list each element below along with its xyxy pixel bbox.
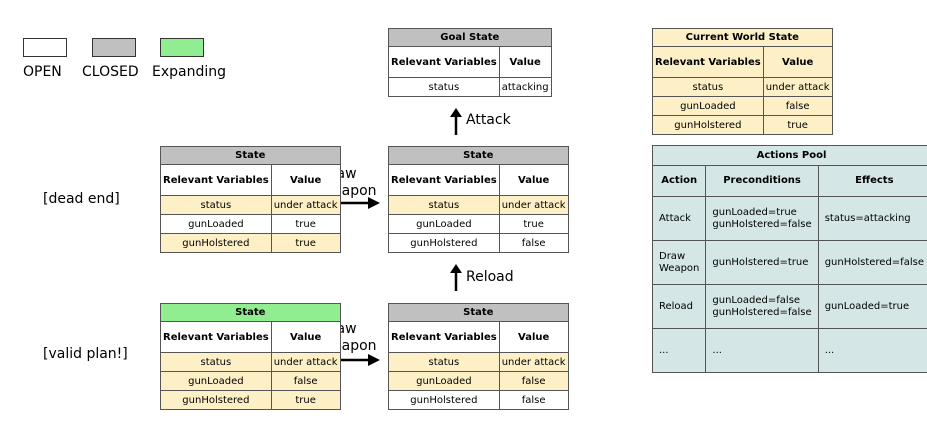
state-mid-var-0: status — [388, 195, 500, 215]
action-name: ... — [659, 344, 669, 356]
state-bottom-val-1: false — [498, 371, 569, 391]
legend-closed-label: CLOSED — [82, 64, 139, 80]
dead-end-label: [dead end] — [43, 191, 120, 207]
state-mid-var-2: gunHolstered — [388, 233, 500, 253]
state-bottom-var-2: gunHolstered — [388, 390, 500, 410]
arrow-attack — [450, 108, 462, 135]
arrow-reload-label: Reload — [466, 269, 514, 285]
goal-var-0: status — [388, 77, 500, 97]
state-deadend-var-1: gunLoaded — [160, 214, 272, 234]
precondition: ... — [712, 344, 722, 356]
col-header-preconditions: Preconditions — [705, 165, 819, 197]
state-bottom-val-0: under attack — [498, 352, 569, 372]
action-name: Attack — [659, 212, 691, 224]
col-header-value: Value — [498, 321, 569, 353]
legend-closed-swatch — [92, 38, 136, 57]
col-header-value: Value — [498, 46, 552, 78]
state-deadend-val-1: true — [270, 214, 341, 234]
state-mid-val-0: under attack — [498, 195, 569, 215]
state-table-mid: State Relevant Variables Value status un… — [388, 146, 569, 253]
state-deadend-var-0: status — [160, 195, 272, 215]
preconditions-cell: gunHolstered=true — [705, 240, 819, 285]
state-deadend-title: State — [160, 146, 341, 165]
precondition: gunLoaded=true — [712, 206, 797, 218]
precondition: gunHolstered=false — [712, 306, 812, 318]
col-header-variables: Relevant Variables — [388, 46, 500, 78]
arrow-attack-label: Attack — [466, 112, 511, 128]
state-deadend-val-0: under attack — [270, 195, 341, 215]
world-var-0: status — [652, 77, 764, 97]
world-state-title: Current World State — [652, 28, 833, 47]
precondition: gunLoaded=false — [712, 294, 801, 306]
goal-val-0: attacking — [498, 77, 552, 97]
state-valid-val-0: under attack — [270, 352, 341, 372]
state-mid-var-1: gunLoaded — [388, 214, 500, 234]
state-mid-val-1: true — [498, 214, 569, 234]
goal-state-table: Goal State Relevant Variables Value stat… — [388, 28, 552, 97]
goal-state-title: Goal State — [388, 28, 552, 47]
state-table-deadend: State Relevant Variables Value status un… — [160, 146, 341, 253]
state-bottom-var-1: gunLoaded — [388, 371, 500, 391]
state-mid-val-2: false — [498, 233, 569, 253]
state-valid-var-2: gunHolstered — [160, 390, 272, 410]
action-name: Draw — [659, 250, 686, 262]
action-cell: ... — [651, 328, 707, 373]
action-name: Reload — [659, 300, 694, 312]
col-header-value: Value — [762, 46, 833, 78]
action-name-line2: Weapon — [659, 262, 700, 274]
legend-expanding-swatch — [160, 38, 204, 57]
col-header-action: Action — [651, 165, 707, 197]
legend-open-label: OPEN — [23, 64, 62, 80]
effects-cell: gunHolstered=false — [817, 240, 927, 285]
actions-pool-table: Actions Pool Action Preconditions Effect… — [651, 145, 927, 373]
legend-open-swatch — [23, 38, 67, 57]
col-header-variables: Relevant Variables — [652, 46, 764, 78]
precondition: gunHolstered=false — [712, 218, 812, 230]
state-table-bottom: State Relevant Variables Value status un… — [388, 303, 569, 410]
col-header-value: Value — [270, 164, 341, 196]
col-header-variables: Relevant Variables — [388, 164, 500, 196]
precondition: gunHolstered=true — [712, 256, 809, 268]
world-state-table: Current World State Relevant Variables V… — [652, 28, 833, 135]
state-deadend-val-2: true — [270, 233, 341, 253]
state-mid-title: State — [388, 146, 569, 165]
col-header-variables: Relevant Variables — [160, 164, 272, 196]
state-valid-var-1: gunLoaded — [160, 371, 272, 391]
valid-plan-label: [valid plan!] — [43, 346, 128, 362]
state-table-valid: State Relevant Variables Value status un… — [160, 303, 341, 410]
col-header-variables: Relevant Variables — [160, 321, 272, 353]
col-header-effects: Effects — [817, 165, 927, 197]
action-cell: Reload — [651, 284, 707, 329]
effects-cell: status=attacking — [817, 196, 927, 241]
state-valid-var-0: status — [160, 352, 272, 372]
world-val-0: under attack — [762, 77, 833, 97]
col-header-value: Value — [498, 164, 569, 196]
world-var-2: gunHolstered — [652, 115, 764, 135]
state-valid-title: State — [160, 303, 341, 322]
state-valid-val-2: true — [270, 390, 341, 410]
state-bottom-var-0: status — [388, 352, 500, 372]
action-cell: Attack — [651, 196, 707, 241]
col-header-value: Value — [270, 321, 341, 353]
preconditions-cell: ... — [705, 328, 819, 373]
world-val-1: false — [762, 96, 833, 116]
actions-pool-title: Actions Pool — [652, 145, 927, 166]
world-var-1: gunLoaded — [652, 96, 764, 116]
col-header-variables: Relevant Variables — [388, 321, 500, 353]
state-deadend-var-2: gunHolstered — [160, 233, 272, 253]
effects-cell: gunLoaded=true — [817, 284, 927, 329]
effects-cell: ... — [817, 328, 927, 373]
world-val-2: true — [762, 115, 833, 135]
state-bottom-val-2: false — [498, 390, 569, 410]
state-valid-val-1: false — [270, 371, 341, 391]
arrow-reload — [450, 264, 462, 291]
legend-expanding-label: Expanding — [152, 64, 227, 80]
state-bottom-title: State — [388, 303, 569, 322]
